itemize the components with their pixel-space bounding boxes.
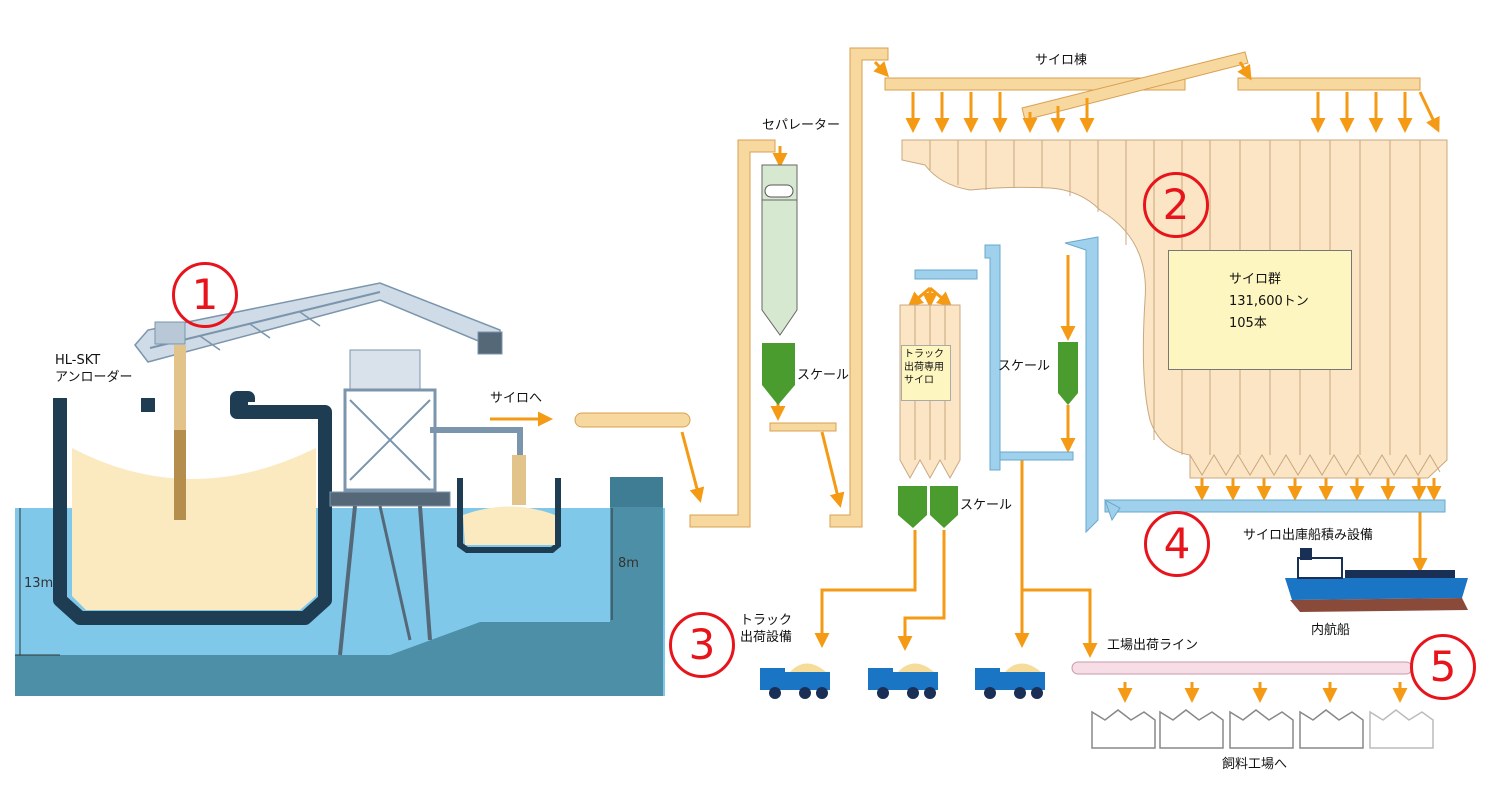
coastal-ship xyxy=(1285,548,1468,612)
silo-group-name: サイロ群 xyxy=(1229,272,1282,287)
silo-group-count: 105本 xyxy=(1229,316,1267,331)
silo-ship-loading-label: サイロ出庫船積み設備 xyxy=(1243,528,1374,543)
feed-factories xyxy=(1091,709,1434,749)
truck-silo-label-box: トラック 出荷専用 サイロ xyxy=(901,345,951,401)
factory-1 xyxy=(1091,709,1156,749)
scale-1-hopper xyxy=(762,343,795,405)
badge-4: 4 xyxy=(1144,511,1210,577)
blue-pipes xyxy=(914,236,1446,534)
badge-2: 2 xyxy=(1143,172,1209,238)
scale-2-label: スケール xyxy=(998,359,1051,374)
scale-1-label: スケール xyxy=(797,368,850,383)
badge-1: 1 xyxy=(172,262,238,328)
separator-label: セパレーター xyxy=(762,118,841,133)
truck-lines xyxy=(814,456,1098,658)
conveyors xyxy=(574,47,1421,528)
depth-8m-label: 8m xyxy=(618,556,639,571)
truck-1 xyxy=(760,663,830,699)
flow-arrows xyxy=(490,60,1442,703)
to-feed-factory-label: 飼料工場へ xyxy=(1222,757,1288,772)
factory-2 xyxy=(1159,709,1224,749)
depth-13m-label: 13m xyxy=(24,576,54,591)
truck-shipping-label: トラック 出荷設備 xyxy=(740,613,793,645)
factory-4 xyxy=(1299,709,1364,749)
truck-2 xyxy=(868,663,938,699)
silo-group-info-box: サイロ群 131,600トン 105本 xyxy=(1168,250,1352,370)
scale-3-label: スケール xyxy=(960,498,1013,513)
factory-shipping-line xyxy=(1071,661,1413,675)
scale-3-hopper-a xyxy=(898,486,927,528)
factory-line-label: 工場出荷ライン xyxy=(1107,638,1199,653)
to-silo-label: サイロへ xyxy=(490,391,543,406)
scale-3-hopper-b xyxy=(930,486,958,528)
factory-5 xyxy=(1369,709,1434,749)
scale-2-hopper xyxy=(1058,342,1078,405)
unloader-discharge-chute xyxy=(512,455,526,505)
separator xyxy=(761,164,798,336)
badge-5: 5 xyxy=(1410,634,1476,700)
unloader-label: HL-SKT アンローダー xyxy=(55,353,133,385)
factory-3 xyxy=(1229,709,1294,749)
badge-3: 3 xyxy=(669,612,735,678)
ship-hold-large xyxy=(53,391,332,625)
truck-silo-label: トラック 出荷専用 サイロ xyxy=(904,349,944,386)
unloader-crane xyxy=(134,282,523,656)
silo-building-label: サイロ棟 xyxy=(1035,53,1088,68)
coastal-ship-label: 内航船 xyxy=(1311,623,1351,638)
truck-3 xyxy=(975,663,1045,699)
ship-hold-small xyxy=(457,478,561,553)
silo-group-capacity: 131,600トン xyxy=(1229,294,1309,309)
